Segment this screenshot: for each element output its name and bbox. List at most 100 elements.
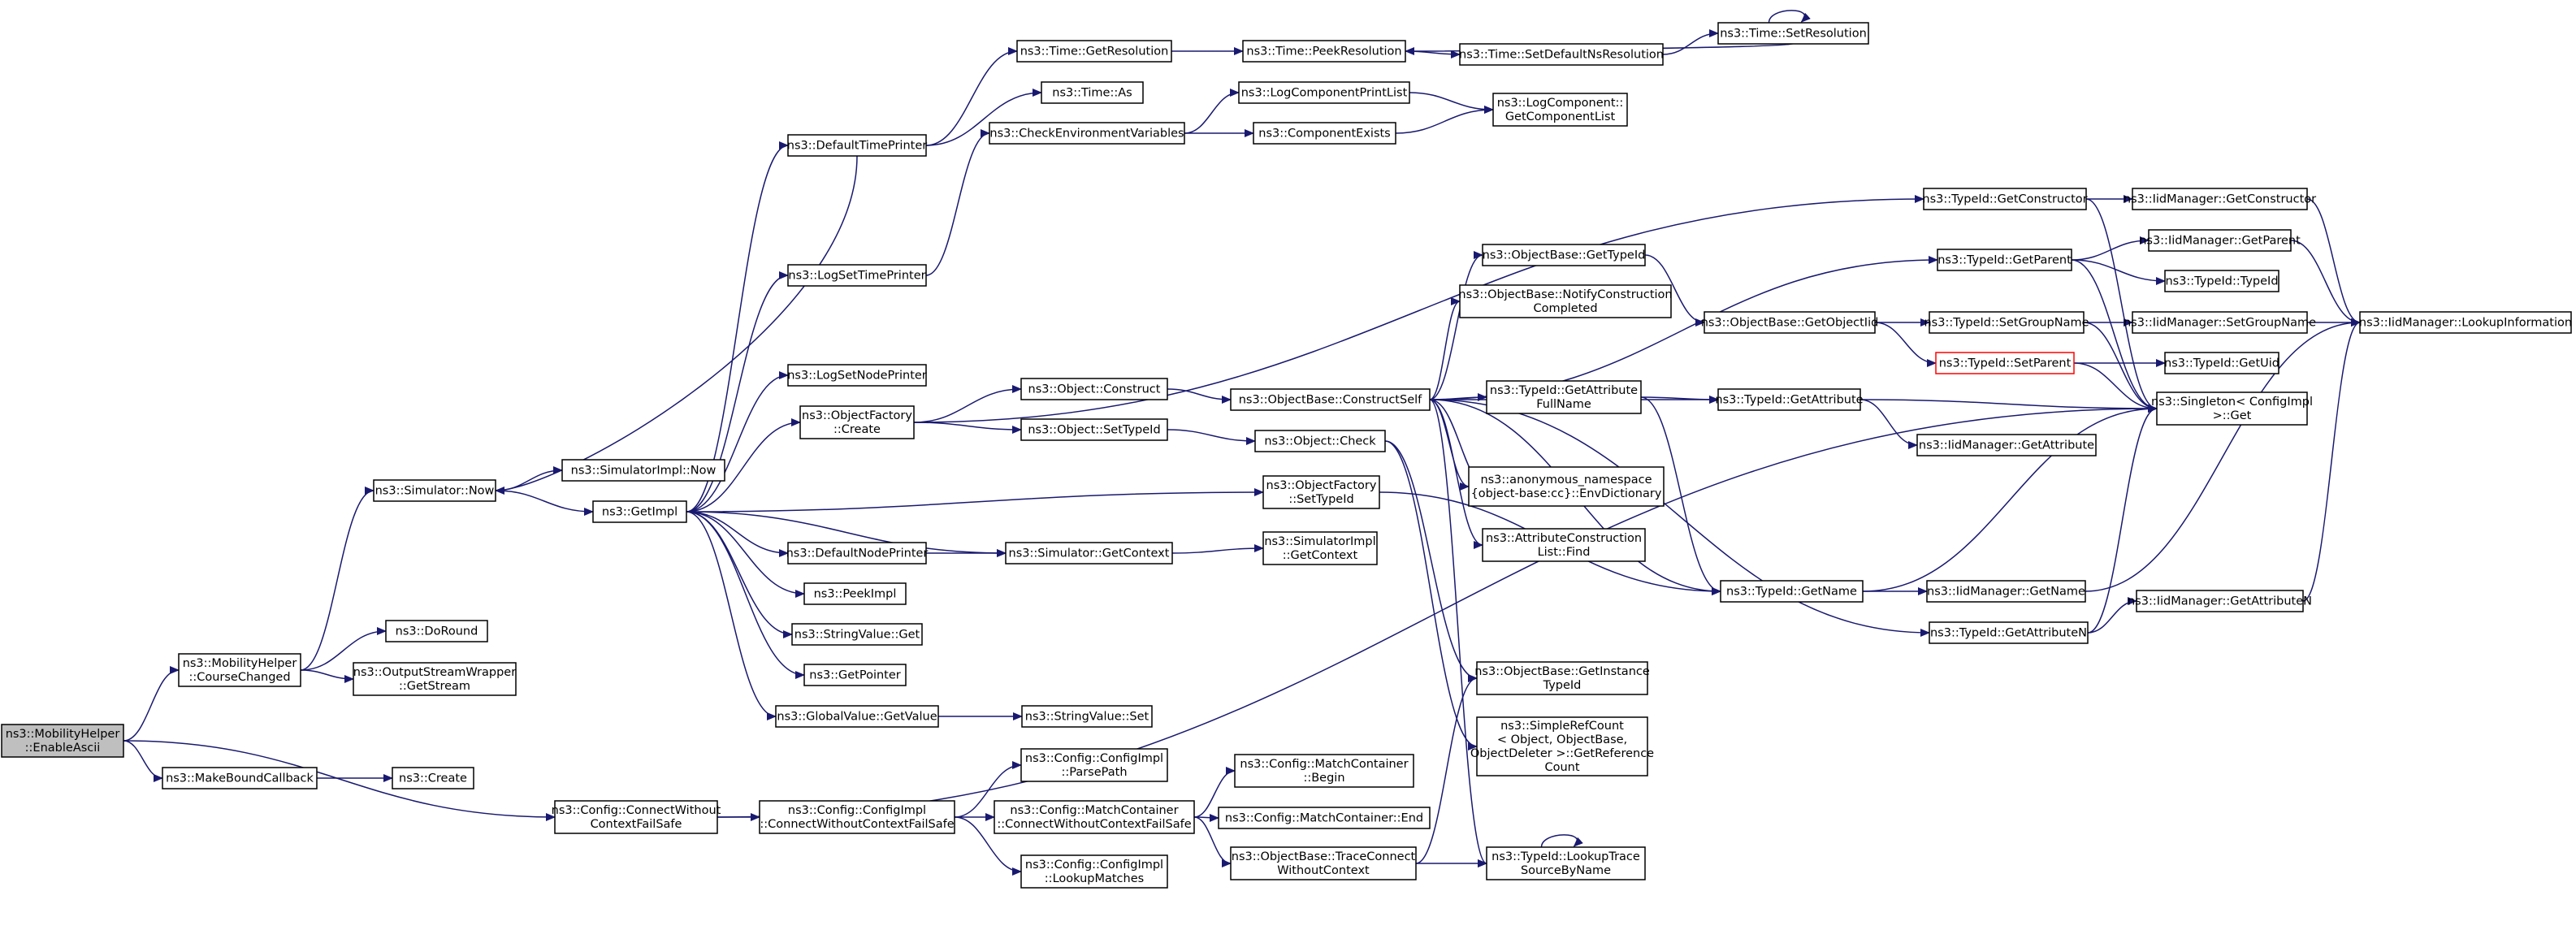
node-logSetTime[interactable]: ns3::LogSetTimePrinter [787,264,927,287]
node-label-line: ns3::LogSetNodePrinter [787,370,927,383]
node-parsePath[interactable]: ns3::Config::ConfigImpl::ParsePath [1020,748,1168,782]
node-makeBound[interactable]: ns3::MakeBoundCallback [162,767,318,789]
node-logCompPrint[interactable]: ns3::LogComponentPrintList [1238,81,1410,104]
node-simGetContext[interactable]: ns3::Simulator::GetContext [1005,542,1173,565]
node-tidGetParent[interactable]: ns3::TypeId::GetParent [1937,249,2072,271]
edge-tidGetAttr-to-singletonGet [1859,399,2158,413]
node-simImplNow[interactable]: ns3::SimulatorImpl::Now [561,459,725,482]
node-iidGetName[interactable]: ns3::IidManager::GetName [1926,580,2086,603]
node-iidGetAttr[interactable]: ns3::IidManager::GetAttribute [1916,434,2097,456]
node-label-line: ns3::Config::ConfigImpl [1025,752,1163,765]
node-compExists[interactable]: ns3::ComponentExists [1253,122,1396,145]
node-objCheck[interactable]: ns3::Object::Check [1254,430,1386,452]
edge-implConnect-to-parsePath [954,761,1022,818]
edge-objFactCreate-to-objSetTypeId [913,422,1022,434]
node-ofSetTypeId[interactable]: ns3::ObjectFactory::SetTypeId [1262,475,1380,509]
node-label-line: ns3::IidManager::LookupInformation [2359,317,2572,330]
node-create[interactable]: ns3::Create [392,767,474,789]
node-tidGetCons[interactable]: ns3::TypeId::GetConstructor [1922,188,2088,210]
node-mcBegin[interactable]: ns3::Config::MatchContainer::Begin [1234,754,1414,788]
node-box [1005,542,1173,565]
node-label-line: {object-base:cc}::EnvDictionary [1471,487,1662,500]
edge-iidGetName-to-iidLookupInfo [2085,318,2361,592]
node-mcEnd[interactable]: ns3::Config::MatchContainer::End [1218,807,1431,829]
node-tidTypeId[interactable]: ns3::TypeId::TypeId [2164,270,2279,292]
node-mcConnect[interactable]: ns3::Config::MatchContainer::ConnectWith… [994,800,1195,834]
node-iidGetParent[interactable]: ns3::IidManager::GetParent [2139,229,2301,252]
node-logSetNode[interactable]: ns3::LogSetNodePrinter [787,364,927,387]
node-peekImpl[interactable]: ns3::PeekImpl [803,582,907,605]
node-singletonGet[interactable]: ns3::Singleton< ConfigImpl>::Get [2151,391,2313,426]
node-gvGetValue[interactable]: ns3::GlobalValue::GetValue [775,705,939,728]
node-strValSet[interactable]: ns3::StringValue::Set [1021,705,1153,728]
node-envDict[interactable]: ns3::anonymous_namespace{object-base:cc}… [1468,466,1665,507]
node-tidSetGroup[interactable]: ns3::TypeId::SetGroupName [1924,311,2089,334]
node-peekRes[interactable]: ns3::Time::PeekResolution [1242,40,1406,63]
node-setRes[interactable]: ns3::Time::SetResolution [1717,22,1869,45]
node-label-line: ns3::ObjectBase::GetTypeId [1483,249,1646,262]
node-label-line: ns3::Object::SetTypeId [1028,424,1160,437]
node-simNow[interactable]: ns3::Simulator::Now [373,479,496,502]
node-osw[interactable]: ns3::OutputStreamWrapper::GetStream [353,662,517,696]
node-label-line: SourceByName [1521,864,1611,877]
edge-courseChanged-to-osw [300,669,354,683]
node-label-line: ns3::LogComponent:: [1497,97,1624,110]
node-courseChanged[interactable]: ns3::MobilityHelper::CourseChanged [178,653,301,687]
node-tidGetAttrN[interactable]: ns3::TypeId::GetAttributeN [1929,621,2089,644]
node-objConstruct[interactable]: ns3::Object::Construct [1020,378,1168,400]
node-label-line: ns3::MobilityHelper [6,728,120,741]
node-label-line: < Object, ObjectBase, [1497,733,1627,746]
node-getPointer[interactable]: ns3::GetPointer [803,664,907,686]
node-lookupMatches[interactable]: ns3::Config::ConfigImpl::LookupMatches [1020,854,1168,889]
node-label-line: ns3::GlobalValue::GetValue [777,711,937,724]
node-box [1,724,124,758]
node-strValGet[interactable]: ns3::StringValue::Get [791,623,923,646]
edge-getObjectTid-to-tidSetParent [1874,322,1937,367]
node-timeAs[interactable]: ns3::Time::As [1041,81,1144,104]
node-obGetTypeId[interactable]: ns3::ObjectBase::GetTypeId [1482,244,1646,266]
node-cfgConnect[interactable]: ns3::Config::ConnectWithoutContextFailSa… [552,800,721,834]
node-traceConnect[interactable]: ns3::ObjectBase::TraceConnectWithoutCont… [1230,846,1417,880]
node-getImpl[interactable]: ns3::GetImpl [592,500,687,523]
node-box [2156,391,2308,426]
node-iidLookupInfo[interactable]: ns3::IidManager::LookupInformation [2359,311,2572,334]
node-simpleRef[interactable]: ns3::SimpleRefCount< Object, ObjectBase,… [1470,716,1654,776]
node-dtp[interactable]: ns3::DefaultTimePrinter [787,134,927,157]
node-label-line: ns3::Singleton< ConfigImpl [2151,396,2313,409]
node-objSetTypeId[interactable]: ns3::Object::SetTypeId [1020,418,1168,441]
node-doRound[interactable]: ns3::DoRound [385,620,488,642]
node-box [554,800,718,834]
node-tidGetName[interactable]: ns3::TypeId::GetName [1720,580,1864,603]
node-tidGetAttr[interactable]: ns3::TypeId::GetAttribute [1715,388,1864,411]
node-tidSetParent[interactable]: ns3::TypeId::SetParent [1935,352,2075,374]
node-label-line: ::CourseChanged [188,671,290,684]
edge-getImpl-to-strValGet [686,511,793,638]
node-implConnect[interactable]: ns3::Config::ConfigImpl::ConnectWithoutC… [759,800,955,834]
node-objFactCreate[interactable]: ns3::ObjectFactory::Create [799,405,915,439]
node-label-line: ns3::Object::Construct [1028,383,1161,396]
node-constructSelf[interactable]: ns3::ObjectBase::ConstructSelf [1230,388,1431,411]
node-getRes[interactable]: ns3::Time::GetResolution [1016,40,1172,63]
edge-enableAscii-to-cfgConnect [123,740,556,821]
node-box [1468,466,1665,507]
node-box [1021,705,1153,728]
node-simImplGetCtx[interactable]: ns3::SimulatorImpl::GetContext [1262,531,1378,565]
node-iidSetGroup[interactable]: ns3::IidManager::SetGroupName [2124,311,2316,334]
node-notifyCons[interactable]: ns3::ObjectBase::NotifyConstructionCompl… [1458,284,1673,318]
node-iidGetAttrN[interactable]: ns3::IidManager::GetAttributeN [2128,590,2312,612]
node-getCompList[interactable]: ns3::LogComponent::GetComponentList [1492,93,1628,127]
node-label-line: ns3::TypeId::GetUid [2164,357,2279,370]
node-setDefNsRes[interactable]: ns3::Time::SetDefaultNsResolution [1459,43,1664,66]
node-box [1492,93,1628,127]
edge-tidGetAttrN-to-singletonGet [2087,404,2158,634]
node-getObjectTid[interactable]: ns3::ObjectBase::GetObjectIid [1701,311,1879,334]
node-iidGetCons[interactable]: ns3::IidManager::GetConstructor [2124,188,2316,210]
node-checkEnv[interactable]: ns3::CheckEnvironmentVariables [989,122,1185,145]
edge-getImpl-to-gvGetValue [686,511,777,720]
node-tidGetUid[interactable]: ns3::TypeId::GetUid [2164,352,2279,374]
node-defNodePrinter[interactable]: ns3::DefaultNodePrinter [786,542,929,565]
